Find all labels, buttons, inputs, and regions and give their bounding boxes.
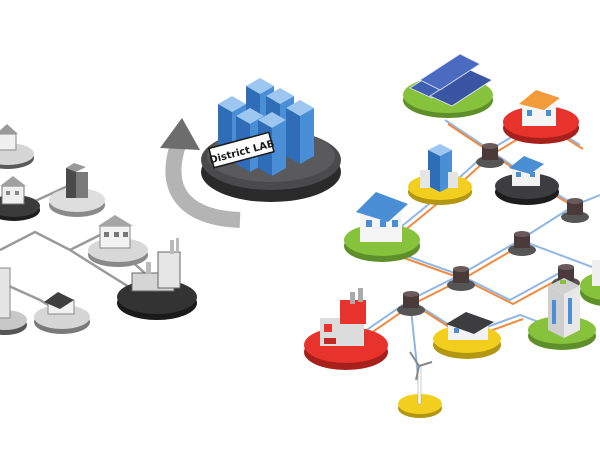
house-node-red-top	[503, 90, 579, 144]
junction-2	[561, 198, 589, 223]
house-node-dark	[495, 156, 559, 205]
colored-network	[304, 53, 600, 418]
gray-node-house-mid	[88, 215, 148, 267]
junction-boxes	[397, 143, 589, 316]
house-node-yellow	[433, 312, 501, 359]
solar-farm-node	[403, 53, 493, 118]
office-node-yellow	[408, 144, 472, 205]
wind-turbine-node	[398, 351, 442, 418]
junction-1	[476, 143, 504, 168]
gray-node-house-dark	[0, 176, 40, 221]
junction-4	[447, 266, 475, 291]
gray-node-factory	[117, 238, 197, 320]
gray-node-tower	[49, 163, 105, 217]
gray-node-house-low	[34, 292, 90, 334]
grayscale-network	[0, 124, 197, 335]
junction-3	[508, 231, 536, 256]
factory-node-red	[304, 288, 388, 370]
junction-5	[397, 291, 425, 316]
green-node-edge	[580, 260, 600, 306]
house-node-green	[344, 192, 420, 262]
transition-arrow	[160, 118, 241, 228]
office-node-green	[528, 278, 596, 350]
gray-node-office	[0, 267, 27, 335]
gray-node-house-top	[0, 124, 34, 169]
district-lab-node: District LAB	[201, 78, 341, 202]
